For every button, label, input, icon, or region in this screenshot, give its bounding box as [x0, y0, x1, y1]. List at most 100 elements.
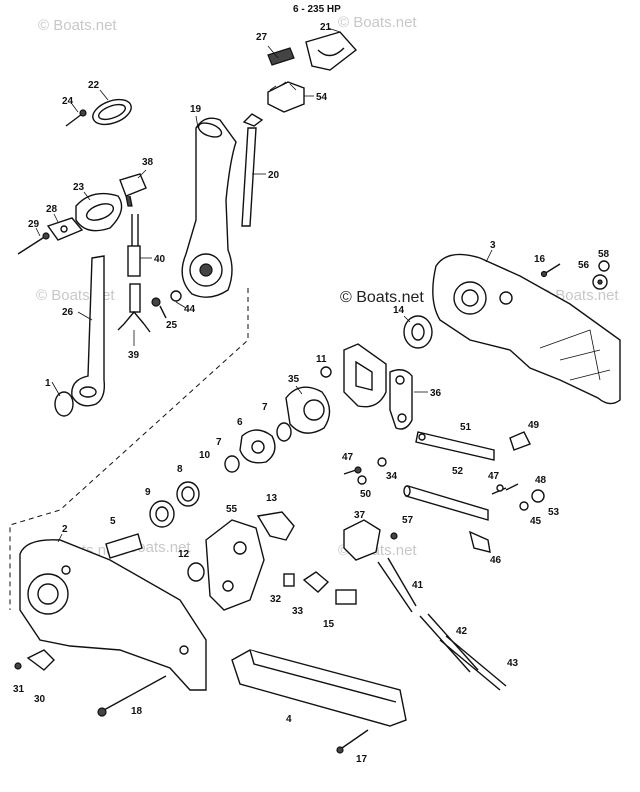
part-6 [239, 429, 276, 464]
callout: 29 [28, 219, 40, 230]
part-3 [432, 249, 621, 405]
callout: 20 [268, 170, 280, 181]
part-25 [151, 297, 167, 319]
callout: 31 [13, 684, 25, 695]
callout: 15 [323, 619, 335, 630]
part-13 [256, 511, 295, 541]
part-29 [17, 227, 50, 255]
part-9 [149, 500, 175, 528]
part-35 [285, 385, 331, 434]
callout: 39 [128, 350, 140, 361]
callout: 52 [452, 466, 464, 477]
diagram-title: 6 - 235 HP [293, 4, 341, 15]
callout: 1 [45, 378, 51, 389]
callout: 51 [460, 422, 472, 433]
callout: 3 [490, 240, 496, 251]
callout: 13 [266, 493, 278, 504]
callout: 50 [360, 489, 372, 500]
callout: 19 [190, 104, 202, 115]
part-45 [519, 501, 529, 511]
part-4 [231, 649, 407, 727]
callout: 9 [145, 487, 151, 498]
callout: 6 [237, 417, 243, 428]
part-46 [468, 530, 491, 553]
callout: 35 [288, 374, 300, 385]
callout: 57 [402, 515, 414, 526]
part-42 [419, 613, 479, 673]
watermark: © Boats.net [340, 289, 424, 306]
callout: 53 [548, 507, 560, 518]
callout: 21 [320, 22, 332, 33]
part-54 [267, 81, 314, 113]
watermark: © Boats.net [38, 17, 117, 34]
callout: 46 [490, 555, 502, 566]
part-55 [205, 519, 265, 611]
callout: 16 [534, 254, 546, 265]
part-36 [389, 369, 428, 430]
callout: 11 [316, 354, 327, 365]
part-26 [71, 255, 106, 407]
callout: 41 [412, 580, 424, 591]
part-31 [14, 662, 22, 670]
part-12 [187, 562, 205, 582]
callout: 14 [393, 305, 405, 316]
part-22 [92, 89, 132, 126]
callout: 2 [62, 524, 68, 535]
callout: 10 [199, 450, 211, 461]
part-16 [540, 263, 561, 278]
part-50 [357, 475, 367, 485]
callout: 22 [88, 80, 100, 91]
callout: 4 [286, 714, 292, 725]
callout: 33 [292, 606, 304, 617]
callout: 18 [131, 706, 143, 717]
callout: 55 [226, 504, 238, 515]
part-2 [19, 533, 207, 691]
part-33 [302, 571, 330, 593]
callout: 7 [262, 402, 268, 413]
part-49 [509, 431, 531, 451]
watermark: © Boats.net [338, 14, 417, 31]
callout: 5 [110, 516, 116, 527]
callout: 47 [488, 471, 500, 482]
part-34 [377, 457, 387, 467]
callout: 49 [528, 420, 540, 431]
callout: 24 [62, 96, 74, 107]
part-41 [377, 557, 417, 613]
callout: 32 [270, 594, 282, 605]
callout: 40 [154, 254, 166, 265]
callout: 28 [46, 204, 58, 215]
part-52 [403, 485, 489, 521]
callout: 23 [73, 182, 85, 193]
callout: 43 [507, 658, 519, 669]
part-32 [283, 573, 295, 587]
part-40 [127, 214, 152, 277]
callout: 36 [430, 388, 442, 399]
callout: 17 [356, 754, 368, 765]
part-5 [105, 533, 143, 559]
callout: 56 [578, 260, 590, 271]
part-18 [97, 675, 167, 717]
part-27 [267, 45, 295, 66]
part-48-group [491, 483, 519, 495]
callout: 27 [256, 32, 268, 43]
part-47 [343, 466, 362, 475]
part-21 [305, 27, 358, 71]
part-10 [224, 455, 240, 473]
callout: 30 [34, 694, 46, 705]
callout: 54 [316, 92, 328, 103]
part-28 [46, 213, 84, 241]
callout: 58 [598, 249, 610, 260]
callout: 34 [386, 471, 398, 482]
callout: 12 [178, 549, 190, 560]
part-7 [276, 422, 292, 442]
part-17 [336, 729, 369, 754]
part-11 [320, 366, 332, 378]
part-23 [75, 191, 123, 232]
callout: 25 [166, 320, 178, 331]
callout: 45 [530, 516, 542, 527]
callout: 42 [456, 626, 468, 637]
part-38 [119, 169, 147, 207]
part-56 [592, 274, 608, 290]
part-37 [343, 519, 381, 561]
